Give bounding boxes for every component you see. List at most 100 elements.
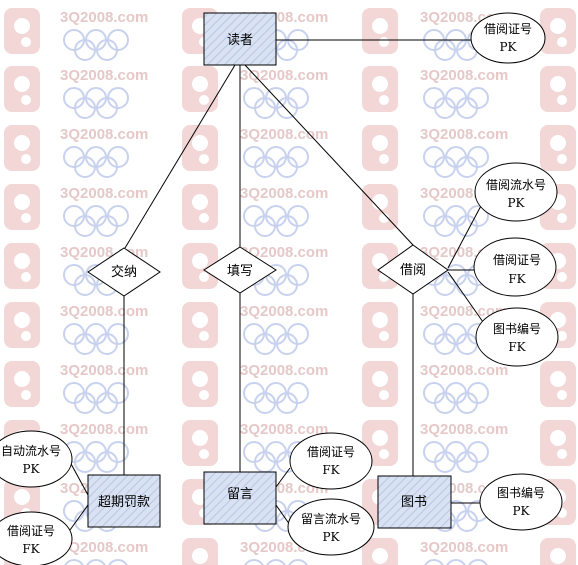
- relationship-pay: 交纳: [87, 247, 161, 297]
- attr-borrow-bookno-name: 图书编号: [493, 321, 541, 336]
- relationship-fill: 填写: [203, 246, 277, 294]
- watermark-logo: [182, 66, 218, 112]
- attr-fine-card: 借阅证号 FK: [0, 511, 73, 565]
- watermark-logo: [362, 302, 398, 348]
- watermark-logo: [362, 125, 398, 171]
- attr-book-no-key: PK: [512, 504, 530, 518]
- watermark-rings: [244, 559, 308, 565]
- watermark-rings: [64, 559, 128, 565]
- watermark-text: 3Q2008.com: [60, 362, 148, 379]
- watermark-text: 3Q2008.com: [60, 9, 148, 26]
- line-reader-borrow: [244, 64, 414, 246]
- attr-msg-serial-name: 留言流水号: [301, 512, 361, 526]
- relationship-pay-label: 交纳: [111, 264, 137, 280]
- watermark-logo: [540, 66, 576, 112]
- line-borrow-serial: [447, 201, 484, 269]
- watermark-text: 3Q2008.com: [240, 421, 328, 438]
- watermark-logo: [182, 361, 218, 407]
- watermark-text: 3Q2008.com: [420, 362, 508, 379]
- watermark-rings: [63, 205, 129, 237]
- watermark-rings: [423, 441, 489, 473]
- watermark-text: 3Q2008.com: [240, 67, 328, 84]
- watermark-logo: [4, 243, 40, 289]
- watermark-text: 3Q2008.com: [60, 67, 148, 84]
- watermark-rings: [243, 87, 309, 119]
- entity-book: 图书: [377, 475, 452, 529]
- watermark-rings: [423, 382, 489, 414]
- attr-reader-card-key: PK: [499, 40, 517, 54]
- attr-fine-card-key: FK: [22, 542, 40, 556]
- watermark-logo: [4, 184, 40, 230]
- line-fine-card: [69, 504, 89, 531]
- watermark-logo: [182, 538, 218, 565]
- attr-fine-card-name: 借阅证号: [7, 524, 55, 538]
- attr-borrow-card-name: 借阅证号: [493, 253, 541, 267]
- line-message-card: [275, 467, 291, 488]
- entity-book-label: 图书: [401, 495, 427, 510]
- attr-reader-card-name: 借阅证号: [484, 22, 532, 36]
- attr-borrow-serial: 借阅流水号 PK: [474, 162, 558, 222]
- watermark-logo: [540, 361, 576, 407]
- watermark-rings: [63, 87, 129, 119]
- watermark-text: 3Q2008.com: [60, 303, 148, 320]
- connector-lines: [69, 39, 484, 531]
- relationship-borrow-label: 借阅: [400, 263, 426, 278]
- entity-fine: 超期罚款: [87, 474, 161, 528]
- watermark-text: 3Q2008.com: [240, 303, 328, 320]
- watermark-logo: [540, 125, 576, 171]
- watermark-logo: [182, 125, 218, 171]
- watermark-rings: [63, 382, 129, 414]
- watermark-logo: [4, 8, 40, 54]
- entity-message: 留言: [203, 471, 277, 525]
- attr-borrow-serial-key: PK: [507, 196, 525, 210]
- attr-fine-serial: 自动流水号 PK: [0, 430, 73, 488]
- watermark-logo: [362, 361, 398, 407]
- watermark-logo: [540, 8, 576, 54]
- attr-msg-card-name: 借阅证号: [307, 445, 355, 459]
- attr-msg-card-key: FK: [322, 463, 340, 477]
- attr-fine-serial-key: PK: [22, 462, 40, 476]
- watermark-rings: [423, 87, 489, 119]
- watermark-text: 3Q2008.com: [240, 244, 328, 261]
- watermark-logo: [182, 184, 218, 230]
- watermark-rings: [63, 146, 129, 178]
- watermark-text: 3Q2008.com: [240, 185, 328, 202]
- watermark-rings: [424, 559, 488, 565]
- watermark-logo: [182, 302, 218, 348]
- watermark-rings: [63, 29, 129, 61]
- line-borrow-bookno: [447, 271, 484, 323]
- line-fine-serial: [69, 461, 89, 496]
- entity-message-label: 留言: [227, 487, 253, 502]
- watermark-logo: [540, 420, 576, 466]
- attr-msg-card: 借阅证号 FK: [289, 432, 373, 490]
- watermark-text: 3Q2008.com: [60, 126, 148, 143]
- watermark-text: 3Q2008.com: [420, 126, 508, 143]
- watermark-text: 3Q2008.com: [60, 185, 148, 202]
- attr-msg-serial-key: PK: [322, 530, 340, 544]
- watermark-text: 3Q2008.com: [240, 362, 328, 379]
- attr-book-no-name: 图书编号: [497, 485, 545, 500]
- watermark-logo: [4, 125, 40, 171]
- relationship-fill-label: 填写: [227, 264, 253, 279]
- attr-borrow-card-key: FK: [508, 272, 526, 286]
- watermark-text: 3Q2008.com: [420, 539, 508, 556]
- attr-borrow-serial-name: 借阅流水号: [486, 178, 546, 192]
- watermark-rings: [63, 441, 129, 473]
- watermark-logo: [182, 420, 218, 466]
- attr-borrow-card: 借阅证号 FK: [473, 237, 557, 297]
- watermark-text: 3Q2008.com: [420, 421, 508, 438]
- line-reader-pay: [124, 64, 236, 249]
- watermark-rings: [243, 146, 309, 178]
- attr-fine-serial-name: 自动流水号: [1, 444, 61, 458]
- watermark-text: 3Q2008.com: [60, 421, 148, 438]
- watermark-logo: [362, 538, 398, 565]
- line-message-serial: [275, 504, 291, 526]
- watermark-text: 3Q2008.com: [420, 67, 508, 84]
- watermark-rings: [423, 146, 489, 178]
- attr-book-no: 图书编号 PK: [479, 473, 563, 531]
- attr-borrow-bookno: 图书编号 FK: [475, 307, 559, 367]
- entity-fine-label: 超期罚款: [98, 495, 150, 510]
- watermark-rings: [243, 382, 309, 414]
- watermark-text: 3Q2008.com: [60, 539, 148, 556]
